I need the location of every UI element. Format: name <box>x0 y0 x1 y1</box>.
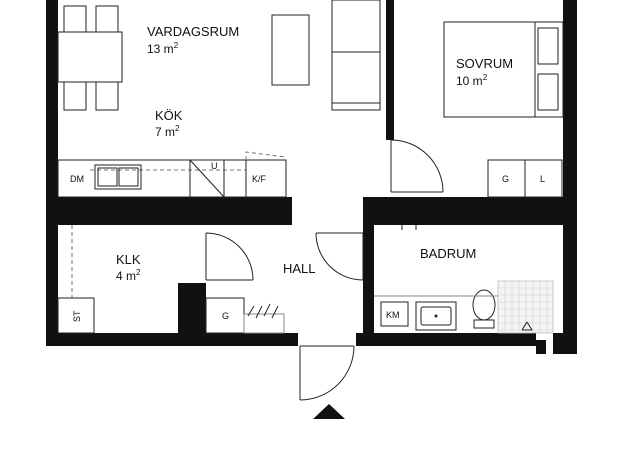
coat-rack <box>243 303 285 334</box>
washing-machine <box>380 301 409 327</box>
wall-west <box>46 0 58 346</box>
coffee-table <box>271 14 310 86</box>
wall-south-right <box>356 333 536 346</box>
room-name-badrum: BADRUM <box>420 246 476 261</box>
toilet <box>472 289 496 329</box>
wardrobe <box>487 159 563 198</box>
wall-bath-west <box>363 225 374 333</box>
washbasin <box>415 301 457 331</box>
wall-klk-east <box>178 283 206 333</box>
room-name-klk: KLK <box>116 252 141 267</box>
bedroom-door <box>390 139 444 193</box>
walls <box>46 0 577 354</box>
bed <box>443 21 564 118</box>
st-label: ST <box>72 310 82 322</box>
sink <box>94 164 142 190</box>
dining-table <box>57 31 123 83</box>
room-area-kok: 7 m2 <box>155 124 180 139</box>
dining-chair <box>95 81 119 111</box>
dining-set <box>57 5 123 111</box>
entrance-door <box>299 345 355 401</box>
wall-south-east-corner <box>553 333 577 354</box>
room-name-kok: KÖK <box>155 108 183 123</box>
km-label: KM <box>386 310 400 320</box>
room-name-vardagsrum: VARDAGSRUM <box>147 24 239 39</box>
kitchen-counter <box>57 151 287 198</box>
dining-chair <box>95 5 119 33</box>
room-area-vardagsrum: 13 m2 <box>147 41 179 56</box>
g-hall-label: G <box>222 311 229 321</box>
st-cabinet <box>57 297 95 334</box>
room-name-sovrum: SOVRUM <box>456 56 513 71</box>
wall-living-bedroom <box>386 0 394 140</box>
room-name-hall: HALL <box>283 261 316 276</box>
wall-bedroom-south <box>363 197 563 225</box>
u-label: U <box>211 161 218 171</box>
vent-marks <box>401 225 417 230</box>
dm-label: DM <box>70 174 84 184</box>
wall-south-notch <box>536 340 546 354</box>
wall-south-left <box>46 333 298 346</box>
entrance-arrow-icon <box>313 404 345 419</box>
dining-chair <box>63 5 87 33</box>
sofa <box>331 0 381 111</box>
wall-east <box>563 0 577 354</box>
dining-chair <box>63 81 87 111</box>
stove <box>189 159 225 198</box>
floor-drain-icon <box>521 321 533 331</box>
wall-kitchen-south <box>58 197 292 225</box>
g-sovrum-label: G <box>502 174 509 184</box>
l-sovrum-label: L <box>540 174 545 184</box>
bathroom-door <box>315 232 364 281</box>
room-area-sovrum: 10 m2 <box>456 73 488 88</box>
klk-door <box>205 232 254 281</box>
kf-label: K/F <box>252 174 267 184</box>
room-area-klk: 4 m2 <box>116 268 141 283</box>
